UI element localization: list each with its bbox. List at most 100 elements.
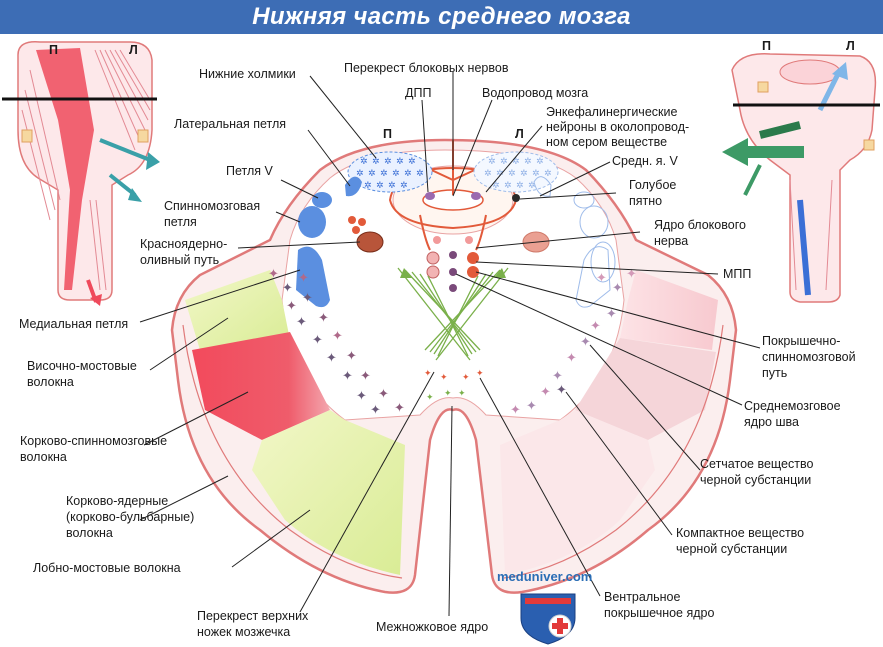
frontopontine-left: [252, 410, 405, 575]
svg-text:✦: ✦: [332, 329, 343, 344]
label-corticospinal-1: Корково-спинномозговые: [20, 434, 167, 448]
svg-text:✲: ✲: [368, 169, 376, 179]
svg-text:✲: ✲: [356, 169, 364, 179]
svg-text:✲: ✲: [380, 169, 388, 179]
svg-text:✦: ✦: [444, 389, 452, 399]
label-snr-1: Сетчатое вещество: [700, 457, 813, 471]
side-label-main-left: Л: [515, 127, 524, 141]
svg-text:✦: ✦: [378, 387, 389, 402]
temporopontine-left: [185, 270, 290, 350]
svg-text:✲: ✲: [364, 181, 372, 191]
svg-text:✦: ✦: [298, 271, 309, 286]
svg-text:✲: ✲: [536, 157, 544, 167]
svg-text:✲: ✲: [496, 169, 504, 179]
svg-text:✲: ✲: [376, 181, 384, 191]
labels: Нижние холмики Латеральная петля Петля V…: [19, 61, 856, 639]
svg-text:✦: ✦: [318, 311, 329, 326]
svg-text:✲: ✲: [484, 169, 492, 179]
side-label-right: П: [49, 43, 58, 57]
brainstem-thumbnail-right: П Л: [722, 39, 880, 303]
svg-text:✲: ✲: [528, 181, 536, 191]
svg-text:✦: ✦: [360, 369, 371, 384]
svg-text:✦: ✦: [462, 373, 470, 383]
label-locus-1: Голубое: [629, 178, 676, 192]
label-interpeduncular: Межножковое ядро: [376, 620, 488, 634]
label-temporopontine-2: волокна: [27, 375, 74, 389]
label-spinothalamic-2: петля: [164, 215, 197, 229]
label-dlf: ДПП: [405, 86, 431, 100]
svg-text:✲: ✲: [500, 157, 508, 167]
svg-text:✦: ✦: [326, 351, 337, 366]
label-scp-decussation-1: Перекрест верхних: [197, 609, 309, 623]
svg-text:✦: ✦: [426, 393, 434, 403]
label-snc-1: Компактное вещество: [676, 526, 804, 540]
label-enkephalin-1: Энкефалинергические: [546, 105, 677, 119]
svg-text:✲: ✲: [532, 169, 540, 179]
svg-text:✲: ✲: [512, 157, 520, 167]
label-aqueduct: Водопровод мозга: [482, 86, 588, 100]
scp-decussation-fibers: [397, 267, 509, 361]
leader-lines: [139, 72, 761, 617]
label-corticonuclear-1: Корково-ядерные: [66, 494, 168, 508]
svg-text:✦: ✦: [510, 403, 521, 418]
label-temporopontine-1: Височно-мостовые: [27, 359, 137, 373]
svg-text:✲: ✲: [504, 181, 512, 191]
svg-text:✲: ✲: [372, 157, 380, 167]
svg-text:✦: ✦: [268, 267, 279, 282]
svg-text:✲: ✲: [392, 169, 400, 179]
svg-text:✦: ✦: [526, 399, 537, 414]
label-lateral-lemniscus: Латеральная петля: [174, 117, 286, 131]
watermark-text: meduniver.com: [497, 569, 592, 584]
label-frontopontine: Лобно-мостовые волокна: [33, 561, 181, 575]
svg-text:✦: ✦: [370, 403, 381, 418]
label-trigeminal-lemniscus: Петля V: [226, 164, 274, 178]
svg-text:✲: ✲: [544, 169, 552, 179]
label-vta-2: покрышечное ядро: [604, 606, 714, 620]
side-label-left-2: Л: [846, 39, 855, 53]
midbrain-section: ✲✲✲✲✲ ✲✲✲✲✲✲ ✲✲✲✲ ✲✲✲✲✲ ✲✲✲✲✲✲ ✲✲✲✲: [170, 138, 738, 594]
svg-text:✦: ✦: [440, 373, 448, 383]
svg-text:✲: ✲: [408, 157, 416, 167]
svg-text:✦: ✦: [312, 333, 323, 348]
svg-text:✲: ✲: [404, 169, 412, 179]
meduniver-logo: meduniver.com: [497, 569, 592, 645]
svg-text:✦: ✦: [596, 271, 607, 286]
svg-text:✦: ✦: [356, 389, 367, 404]
label-spinothalamic-1: Спинномозговая: [164, 199, 260, 213]
svg-text:✲: ✲: [492, 181, 500, 191]
side-label-left: Л: [129, 43, 138, 57]
page-title: Нижняя часть среднего мозга: [252, 3, 631, 30]
label-snc-2: черной субстанции: [676, 542, 787, 556]
label-enkephalin-2: нейроны в околопровод-: [546, 120, 689, 134]
label-tectospinal-2: спинномозговой: [762, 350, 856, 364]
svg-text:✲: ✲: [416, 169, 424, 179]
label-rubroolivary-1: Красноядерно-: [140, 237, 227, 251]
svg-text:✲: ✲: [396, 157, 404, 167]
svg-text:✦: ✦: [552, 369, 563, 384]
svg-text:✦: ✦: [556, 383, 567, 398]
side-label-right-2: П: [762, 39, 771, 53]
svg-text:✦: ✦: [606, 307, 617, 322]
label-mlf: МПП: [723, 267, 751, 281]
svg-text:✦: ✦: [540, 385, 551, 400]
svg-text:✲: ✲: [524, 157, 532, 167]
svg-text:✦: ✦: [342, 369, 353, 384]
label-rubroolivary-2: оливный путь: [140, 253, 219, 267]
label-corticospinal-2: волокна: [20, 450, 67, 464]
label-corticonuclear-2: (корково-бульбарные): [66, 510, 194, 524]
label-locus-2: пятно: [629, 194, 662, 208]
svg-text:✦: ✦: [458, 389, 466, 399]
svg-text:✦: ✦: [566, 351, 577, 366]
svg-text:✦: ✦: [302, 291, 313, 306]
label-vta-1: Вентральное: [604, 590, 680, 604]
svg-text:✦: ✦: [590, 319, 601, 334]
label-snr-2: черной субстанции: [700, 473, 811, 487]
label-inferior-colliculi: Нижние холмики: [199, 67, 296, 81]
substantia-nigra-right: ✦✦✦ ✦✦✦ ✦✦✦ ✦✦✦: [510, 267, 637, 418]
label-enkephalin-3: ном сером веществе: [546, 135, 667, 149]
svg-text:✦: ✦: [612, 281, 623, 296]
label-trochlear-1: Ядро блокового: [654, 218, 746, 232]
label-raphe-1: Среднемозговое: [744, 399, 841, 413]
label-corticonuclear-3: волокна: [66, 526, 113, 540]
